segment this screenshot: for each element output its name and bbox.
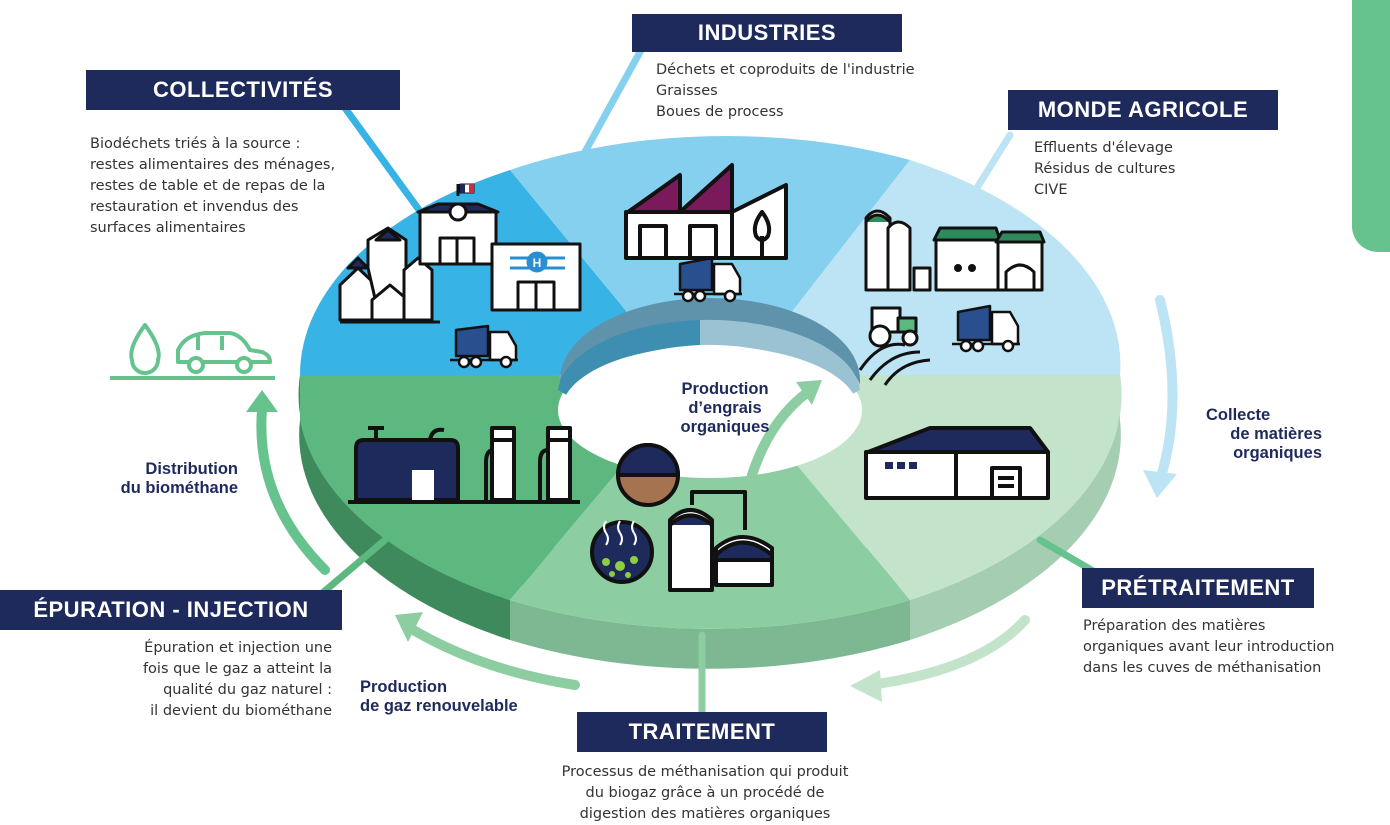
svg-text:H: H bbox=[533, 256, 542, 270]
desc-epuration: Épuration et injection une fois que le g… bbox=[60, 638, 332, 722]
step-line: de gaz renouvelable bbox=[360, 697, 518, 715]
step-line: d’engrais bbox=[688, 399, 762, 417]
arrow-engrais bbox=[747, 387, 813, 480]
step-collecte: Collecte de matières organiques bbox=[1180, 406, 1322, 463]
label-epuration: ÉPURATION - INJECTION bbox=[0, 590, 342, 630]
desc-line: Biodéchets triés à la source : bbox=[90, 136, 301, 152]
step-gaz: Production de gaz renouvelable bbox=[360, 678, 580, 716]
desc-industries: Déchets et coproduits de l'industrie Gra… bbox=[656, 60, 915, 123]
truck-icon bbox=[674, 256, 742, 303]
desc-line: Résidus de cultures bbox=[1034, 161, 1176, 177]
digester-icon bbox=[590, 443, 774, 592]
step-line: organiques bbox=[1233, 444, 1322, 462]
flow-arrows bbox=[246, 295, 1178, 702]
desc-line: organiques avant leur introduction bbox=[1083, 639, 1335, 655]
desc-line: Processus de méthanisation qui produit bbox=[561, 764, 849, 780]
desc-line: Graisses bbox=[656, 83, 718, 99]
label-collectivites: COLLECTIVITÉS bbox=[86, 70, 400, 110]
step-line: organiques bbox=[680, 418, 770, 436]
ring-top bbox=[299, 135, 1122, 629]
desc-line: CIVE bbox=[1034, 182, 1068, 198]
desc-line: Préparation des matières bbox=[1083, 618, 1266, 634]
arrow-collecte bbox=[1155, 295, 1178, 485]
desc-line: fois que le gaz a atteint la bbox=[142, 661, 332, 677]
desc-pretraitement: Préparation des matières organiques avan… bbox=[1083, 616, 1334, 679]
car-and-drop-icon bbox=[110, 323, 275, 380]
desc-line: il devient du biométhane bbox=[150, 703, 332, 719]
label-pretraitement: PRÉTRAITEMENT bbox=[1082, 568, 1314, 608]
label-traitement: TRAITEMENT bbox=[577, 712, 827, 752]
farm-icon bbox=[858, 209, 1046, 386]
truck-icon bbox=[450, 324, 518, 369]
desc-line: dans les cuves de méthanisation bbox=[1083, 660, 1322, 676]
desc-collectivites: Biodéchets triés à la source : restes al… bbox=[90, 134, 335, 239]
arrow-gaz bbox=[405, 623, 580, 690]
label-monde-agricole: MONDE AGRICOLE bbox=[1008, 90, 1278, 130]
desc-traitement: Processus de méthanisation qui produit d… bbox=[505, 762, 905, 825]
desc-line: qualité du gaz naturel : bbox=[163, 682, 332, 698]
purification-plant-icon bbox=[348, 426, 580, 504]
desc-line: Effluents d'élevage bbox=[1034, 140, 1173, 156]
desc-line: restes de table et de repas de la bbox=[90, 178, 326, 194]
desc-line: restes alimentaires des ménages, bbox=[90, 157, 336, 173]
step-line: Distribution bbox=[145, 460, 238, 478]
desc-monde-agricole: Effluents d'élevage Résidus de cultures … bbox=[1034, 138, 1175, 201]
step-line: Production bbox=[360, 678, 448, 696]
step-line: Collecte bbox=[1206, 406, 1271, 424]
desc-line: du biogaz grâce à un procédé de bbox=[585, 785, 825, 801]
green-side-tab bbox=[1352, 0, 1390, 252]
warehouse-icon bbox=[864, 426, 1050, 500]
step-distribution: Distribution du biométhane bbox=[80, 460, 238, 498]
desc-line: digestion des matières organiques bbox=[579, 806, 831, 822]
label-industries: INDUSTRIES bbox=[632, 14, 902, 52]
truck-icon bbox=[952, 304, 1020, 353]
desc-line: surfaces alimentaires bbox=[90, 220, 246, 236]
desc-line: Épuration et injection une bbox=[144, 640, 332, 656]
desc-line: Boues de process bbox=[656, 104, 784, 120]
factory-icon bbox=[624, 163, 788, 260]
arrow-distribution bbox=[256, 405, 330, 575]
step-line: du biométhane bbox=[120, 479, 238, 497]
town-buildings-icon: H bbox=[338, 183, 582, 324]
step-line: Production bbox=[681, 380, 769, 398]
desc-line: restauration et invendus des bbox=[90, 199, 299, 215]
sector-collectivites bbox=[299, 170, 650, 375]
step-line: de matières bbox=[1230, 425, 1322, 443]
desc-line: Déchets et coproduits de l'industrie bbox=[656, 62, 915, 78]
arrow-pretraitement bbox=[865, 615, 1030, 690]
step-engrais: Production d’engrais organiques bbox=[660, 380, 790, 437]
